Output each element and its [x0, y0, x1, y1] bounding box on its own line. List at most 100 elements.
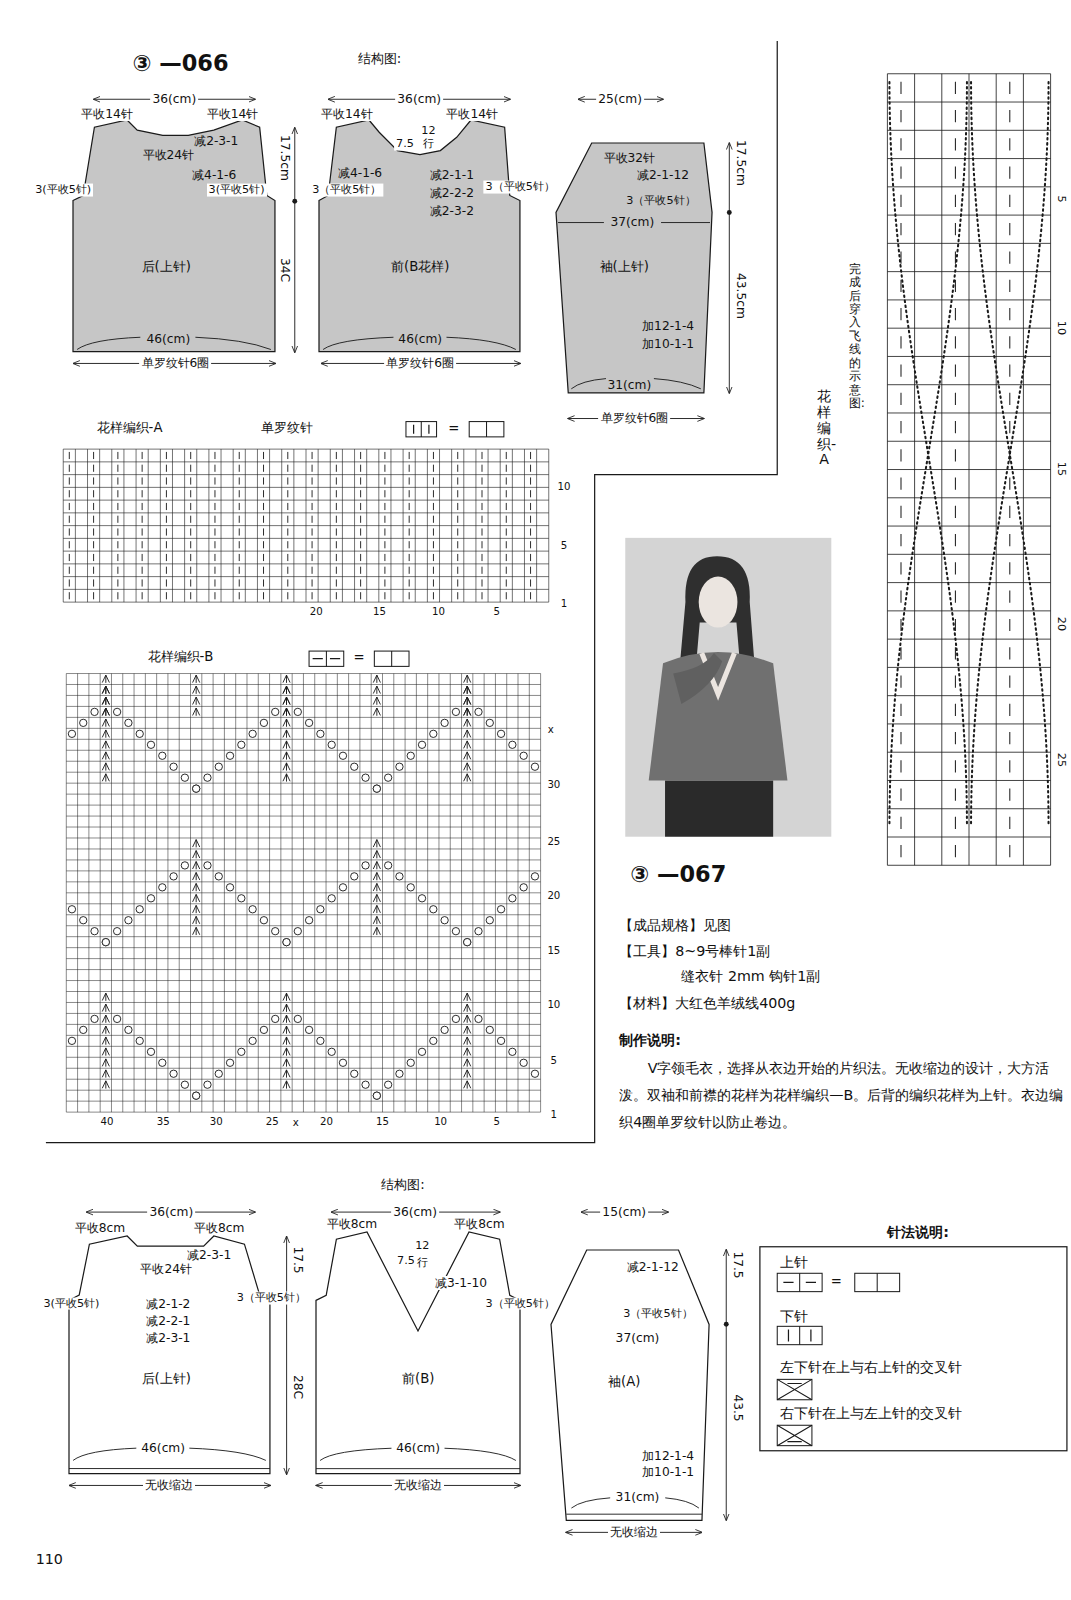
annotation-label: 25	[1054, 753, 1067, 767]
decrease-symbol	[283, 708, 290, 716]
annotation-label: 3（平收5针）	[626, 194, 695, 207]
yarn-over-symbol	[441, 1026, 448, 1033]
decrease-symbol	[102, 708, 109, 716]
yarn-over-symbol	[373, 785, 380, 792]
yarn-over-symbol	[396, 873, 403, 880]
annotation-label: 平收8cm	[325, 1217, 379, 1231]
symbol-key-box	[469, 422, 504, 437]
decrease-symbol	[373, 905, 380, 913]
annotation-label: 25	[547, 836, 560, 848]
grid-lines	[887, 74, 1050, 866]
instruction-paragraph: V字领毛衣，选择从衣边开始的片织法。无收缩边的设计，大方活泼。双袖和前襟的花样为…	[619, 1055, 1071, 1136]
symbol-key-box	[406, 422, 437, 437]
annotation-label: 3（平收5针）	[623, 1307, 692, 1320]
yarn-over-symbol	[396, 763, 403, 770]
dimension-tick	[727, 210, 732, 215]
legend-text: 上针	[780, 1254, 808, 1270]
annotation-label: 1	[561, 598, 567, 610]
annotation-label: 减2-3-1	[194, 134, 238, 148]
decrease-symbol	[464, 730, 471, 738]
annotation-label: 10	[1054, 321, 1067, 335]
symbol-key-divider	[877, 1273, 878, 1291]
annotation-label: 28C	[291, 1375, 305, 1399]
yarn-over-symbol	[362, 774, 369, 781]
decrease-symbol	[464, 1059, 471, 1067]
annotation-label: 46(cm)	[146, 332, 190, 346]
decrease-symbol	[102, 719, 109, 727]
decrease-symbol	[373, 686, 380, 694]
yarn-over-symbol	[272, 708, 279, 715]
symbol-key-divider	[326, 651, 327, 666]
yarn-over-symbol	[486, 917, 493, 924]
decrease-symbol	[373, 872, 380, 880]
annotation-label: 31(cm)	[607, 378, 651, 392]
yarn-over-symbol	[430, 730, 437, 737]
yarn-over-symbol	[238, 1048, 245, 1055]
yarn-over-symbol	[113, 928, 120, 935]
yarn-over-symbol	[520, 884, 527, 891]
yarn-over-symbol	[418, 895, 425, 902]
yarn-over-symbol	[113, 1015, 120, 1022]
decrease-symbol	[193, 872, 200, 880]
yarn-over-symbol	[328, 1048, 335, 1055]
dimension-tick	[292, 199, 297, 204]
annotation-label: 加10-1-1	[642, 1465, 694, 1479]
stitch-symbol	[414, 425, 429, 434]
decrease-symbol	[193, 894, 200, 902]
decrease-symbol	[464, 697, 471, 705]
annotation-label: 3（平收5针）	[235, 1292, 308, 1305]
yarn-over-symbol	[192, 1092, 199, 1099]
decrease-symbol	[193, 905, 200, 913]
piece-shape	[73, 120, 275, 352]
symbol-key-box	[374, 651, 409, 666]
yarn-over-symbol	[68, 906, 75, 913]
decrease-symbol	[373, 675, 380, 683]
annotation-label: 单罗纹针6圈	[599, 411, 671, 425]
decrease-symbol	[102, 1026, 109, 1034]
yarn-over-symbol	[407, 884, 414, 891]
piece-detail-line	[447, 338, 516, 350]
yarn-over-symbol	[80, 1026, 87, 1033]
decrease-symbol	[102, 675, 109, 683]
yarn-over-symbol	[351, 873, 358, 880]
yarn-over-symbol	[373, 1092, 380, 1099]
float-yarn-line	[889, 82, 967, 827]
decrease-symbol	[464, 686, 471, 694]
annotation-label: 46(cm)	[398, 332, 442, 346]
yarn-over-symbol	[272, 928, 279, 935]
decrease-symbol	[464, 708, 471, 716]
yarn-over-symbol	[475, 928, 482, 935]
piece-detail-line	[69, 1468, 270, 1469]
annotation-label: 缝衣针 2mm 钩针1副	[681, 968, 820, 984]
annotation-label: 30	[547, 780, 560, 792]
annotation-label: 加12-1-4	[642, 319, 694, 333]
annotation-label: 30	[210, 1116, 223, 1128]
decrease-symbol	[102, 708, 109, 716]
annotation-label: 110	[36, 1550, 63, 1566]
yarn-over-symbol	[339, 884, 346, 891]
annotation-label: 31(cm)	[616, 1490, 660, 1504]
annotation-label: 5	[551, 1055, 557, 1067]
piece-name: 前(B)	[402, 1371, 434, 1386]
grid-lines	[66, 674, 540, 1113]
annotation-label: 20	[310, 606, 323, 618]
cross-stitch-lines	[777, 1425, 812, 1445]
decrease-symbol	[283, 686, 290, 694]
yarn-over-symbol	[351, 763, 358, 770]
yarn-over-symbol	[260, 719, 267, 726]
annotation-label: 行	[415, 1256, 430, 1269]
annotation-label: 减2-3-1	[185, 1248, 233, 1262]
yarn-over-symbol	[294, 928, 301, 935]
yarn-over-symbol	[407, 752, 414, 759]
annotation-label: 减3-1-10	[433, 1276, 489, 1290]
symbol-key-box	[777, 1273, 822, 1291]
decrease-symbol	[464, 1070, 471, 1078]
photo	[625, 538, 831, 837]
piece-detail-line	[196, 338, 271, 350]
yarn-over-symbol	[520, 1059, 527, 1066]
decrease-symbol	[102, 1015, 109, 1023]
yarn-over-symbol	[328, 741, 335, 748]
decrease-symbol	[283, 1037, 290, 1045]
yarn-over-symbol	[362, 1081, 369, 1088]
yarn-over-symbol	[249, 906, 256, 913]
